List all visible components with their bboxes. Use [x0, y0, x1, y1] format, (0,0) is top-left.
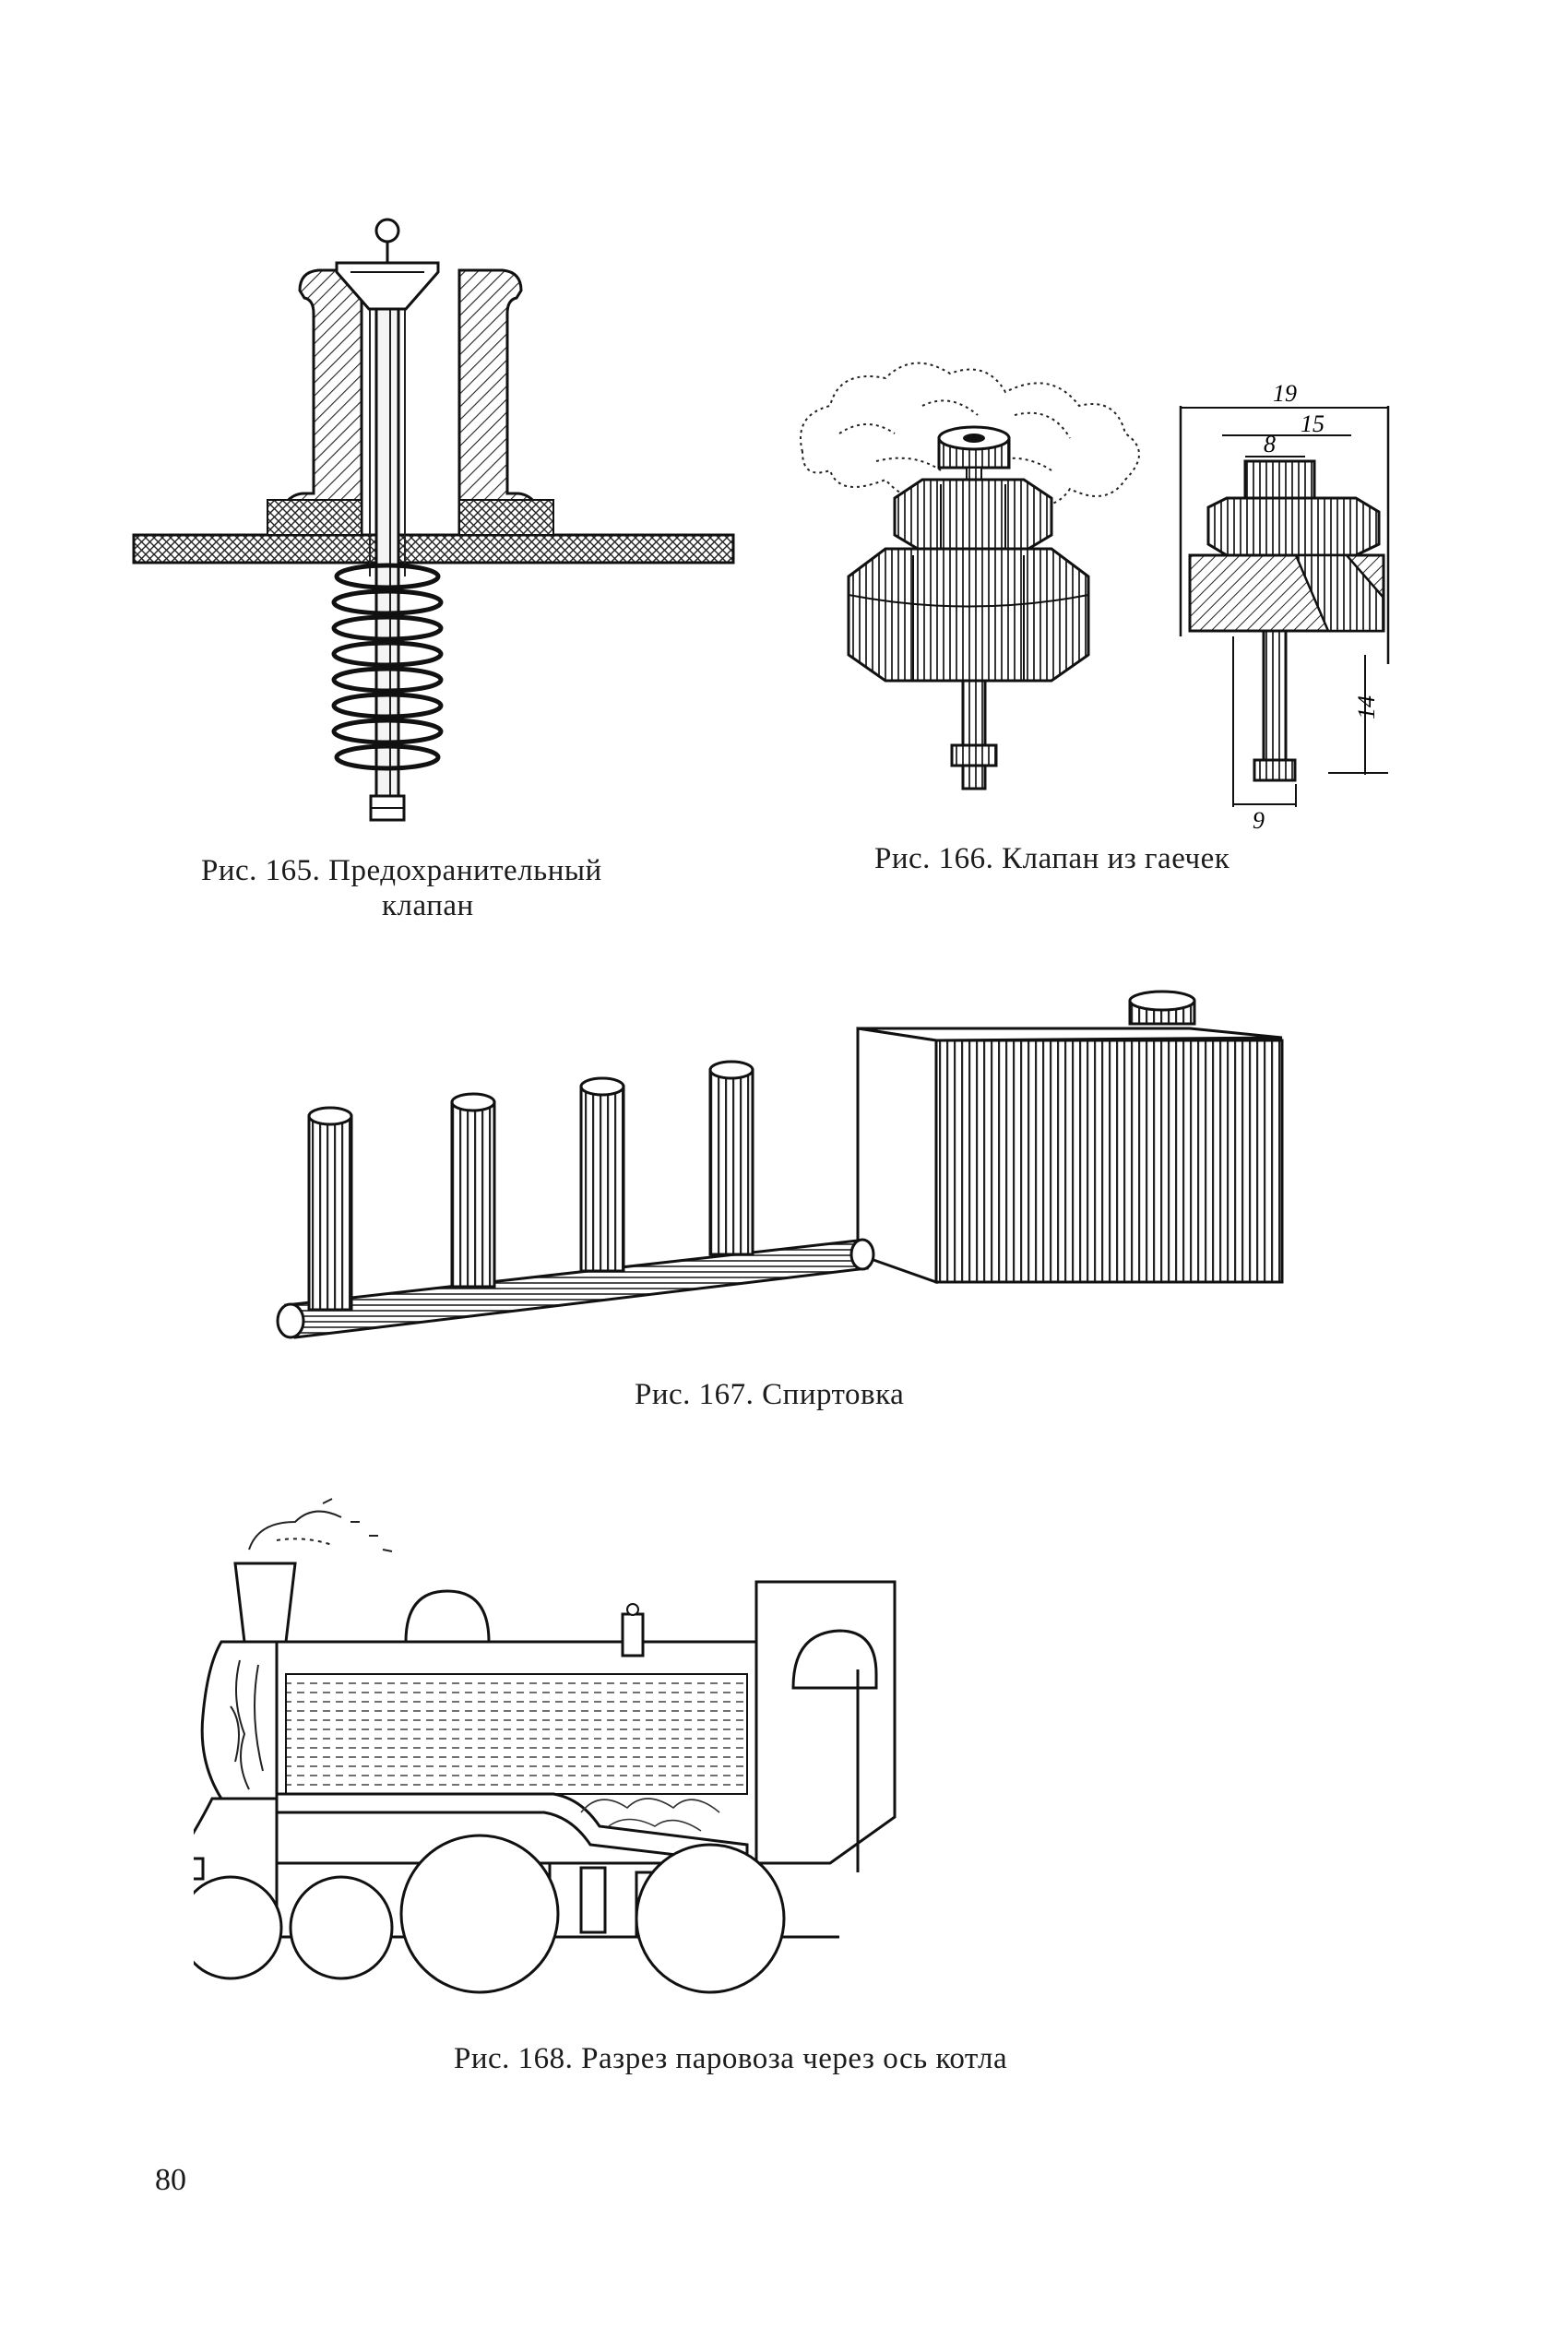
figure-166-nut-valve: 19 8 15 14 9	[800, 362, 1390, 830]
figure-167-spirit-lamp	[276, 990, 1284, 1339]
figure-166-caption: Рис. 166. Клапан из гаечек	[874, 842, 1230, 875]
page-number: 80	[155, 2163, 186, 2197]
steam-dome	[404, 1589, 491, 1643]
figure-165-caption-line1: Рис. 165. Предохранительный	[201, 854, 602, 887]
figure-167-caption: Рис. 167. Спиртовка	[635, 1378, 905, 1411]
base-plate	[132, 533, 735, 564]
manifold-pipe	[284, 1239, 870, 1339]
middle-hex-nut	[893, 478, 1053, 553]
dim-9: 9	[1253, 807, 1265, 830]
valve-spring	[331, 563, 444, 771]
boiler-water	[285, 1673, 748, 1795]
bolt	[961, 679, 987, 747]
fuel-tank-side	[934, 1039, 1284, 1284]
valve-body-left	[267, 268, 363, 537]
dim-15: 15	[1301, 410, 1324, 437]
figure-165-safety-valve	[132, 218, 735, 822]
figure-168-locomotive-section	[194, 1498, 897, 1994]
dim-8: 8	[1264, 431, 1276, 457]
burner-tubes	[307, 1060, 754, 1312]
cab	[754, 1580, 897, 1865]
chimney-smoke	[248, 1498, 393, 1552]
figure-165-caption-line2: клапан	[382, 889, 474, 922]
valve-stem	[374, 261, 400, 818]
cab-window	[791, 1629, 878, 1690]
front-buffer	[194, 1857, 205, 1881]
safety-valve-on-boiler	[621, 1612, 645, 1657]
big-hex-nut	[847, 547, 1090, 683]
valve-cone	[335, 261, 440, 311]
dim-19: 19	[1273, 380, 1297, 407]
figure-165-caption: Рис. 165. Предохранительный клапан	[201, 853, 718, 923]
chimney	[233, 1562, 297, 1644]
dim-14: 14	[1353, 695, 1380, 719]
nut-valve-section: 19 8 15 14 9	[1179, 380, 1390, 830]
valve-body-right	[457, 268, 554, 537]
locomotive-wheels	[194, 1834, 786, 1994]
valve-knob	[374, 218, 400, 244]
steam-cloud	[800, 362, 1140, 506]
figure-168-caption: Рис. 168. Разрез паровоза через ось котл…	[454, 2042, 1008, 2075]
